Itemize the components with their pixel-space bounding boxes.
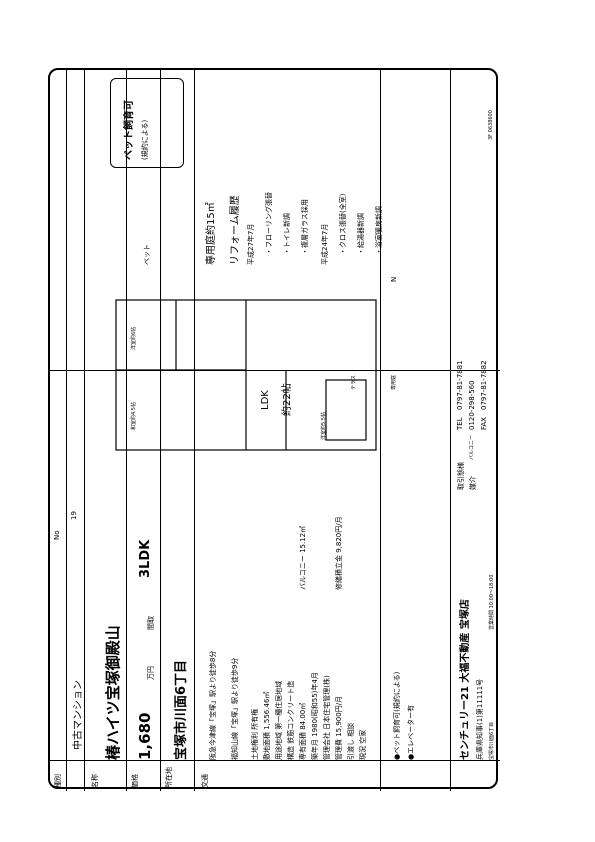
- remark-1: ●ペット飼育可(規約による): [393, 671, 401, 760]
- price-label: 価格: [131, 774, 139, 788]
- layout: 3LDK: [138, 539, 153, 578]
- detail-10: 修繕積立金 9,820円/月: [335, 516, 343, 590]
- common: 専用庭: [391, 374, 397, 390]
- address: 宝塚市川面6丁目: [489, 721, 495, 760]
- feature-3: 平成27年7月: [247, 223, 255, 265]
- property-name: 椿ハイツ宝塚御殿山: [104, 625, 122, 760]
- price: 1,680: [136, 712, 154, 760]
- terrace: テラス: [351, 375, 357, 390]
- detail-1: 土地権利 所有権: [251, 708, 259, 760]
- license: 兵庫県知事(1)第11111号: [476, 678, 484, 760]
- info-divider-6: [380, 70, 381, 791]
- feature-5: ・トイレ新調: [283, 213, 291, 255]
- feature-10: ・浴室暖房新調: [375, 206, 383, 255]
- transaction: 媒介: [469, 476, 477, 490]
- pet-sub: (規約による): [141, 119, 149, 160]
- number-label: No: [53, 530, 61, 540]
- pet-mark-icon: ペット: [143, 244, 151, 265]
- info-divider-4: [160, 70, 161, 791]
- info-divider-5: [194, 70, 195, 791]
- ldk-size: 約22帖: [282, 383, 293, 416]
- location-label: 所在地: [165, 767, 173, 788]
- detail-8: 管理会社 日本住宅管理(株): [323, 675, 331, 760]
- category-label: 種別: [54, 774, 62, 788]
- transaction-label: 取引態様: [457, 462, 465, 490]
- feature-7: 平成24年7月: [321, 223, 329, 265]
- info-bottom-row: [50, 760, 500, 761]
- info-top-row: [50, 370, 500, 371]
- info-divider-2: [84, 70, 85, 791]
- feature-9: ・給湯器新調: [357, 213, 365, 255]
- pet-badge-box: [110, 78, 184, 168]
- fax-label: FAX: [480, 417, 488, 430]
- location: 宝塚市川面6丁目: [174, 659, 189, 760]
- pet-badge: ペット飼育可: [124, 100, 135, 160]
- room-other: 洋室約5.5帖: [321, 412, 327, 440]
- feature-1: 専用庭約15㎡: [206, 202, 217, 265]
- detail-6: バルコニー 15.12㎡: [299, 525, 307, 590]
- info-divider-1: [66, 70, 67, 791]
- name-label: 名称: [91, 774, 99, 788]
- fax: 0797-81-7882: [480, 360, 488, 410]
- detail-3: 用途地域 第一種住居地域: [275, 680, 283, 760]
- tel: 0797-81-7881: [456, 360, 464, 410]
- layout-label: 間取: [147, 616, 155, 630]
- freedial: 0120-298-560: [468, 380, 476, 430]
- detail-5: 専有面積 84.00㎡: [299, 702, 307, 760]
- detail-12: 現況 空家: [359, 729, 367, 760]
- flyer-sheet: 種別 中古マンション No 19 名称 椿ハイツ宝塚御殿山 価格 1,680 万…: [48, 68, 500, 791]
- company-name: センチュリー21 大福不動産 宝塚店: [460, 599, 471, 760]
- traffic-line-1: 阪急今津線「宝塚」駅より徒歩8分: [209, 650, 217, 760]
- traffic-line-2: 福知山線「宝塚」駅より徒歩9分: [231, 657, 239, 760]
- feature-6: ・複層ガラス採用: [301, 199, 309, 255]
- detail-2: 敷地面積 1,556.46㎡: [263, 691, 271, 760]
- info-divider-7: [450, 70, 451, 791]
- traffic-label: 交通: [201, 774, 209, 788]
- detail-11: 引渡し 相談: [347, 722, 355, 760]
- feature-8: ・クロス張替(全室): [339, 193, 347, 255]
- feature-4: ・フローリング張替: [265, 192, 273, 255]
- floorplan: [115, 299, 377, 451]
- detail-7: 築年月 1980(昭和55)年4月: [311, 672, 319, 760]
- feature-2: リフォーム履歴: [230, 195, 241, 265]
- balcony: バルコニー: [469, 435, 475, 460]
- price-unit: 万円: [147, 666, 155, 680]
- north-icon: N: [390, 276, 398, 282]
- tel-label: TEL: [456, 417, 464, 430]
- code: 3F 0638600: [488, 110, 494, 140]
- remark-2: ●エレベーター有: [407, 704, 415, 760]
- detail-9: 管理費 15,900円/月: [335, 695, 343, 760]
- hours: 営業時間 10:00〜18:00: [489, 574, 495, 630]
- category: 中古マンション: [73, 680, 84, 750]
- detail-4: 構造 鉄筋コンクリート造: [287, 680, 295, 760]
- number: 19: [70, 511, 78, 520]
- ldk-label: LDK: [260, 390, 271, 410]
- info-divider-3: [126, 70, 127, 791]
- room-western: 洋室約6帖: [131, 326, 137, 350]
- room-japanese: 和室約4.5帖: [131, 402, 137, 430]
